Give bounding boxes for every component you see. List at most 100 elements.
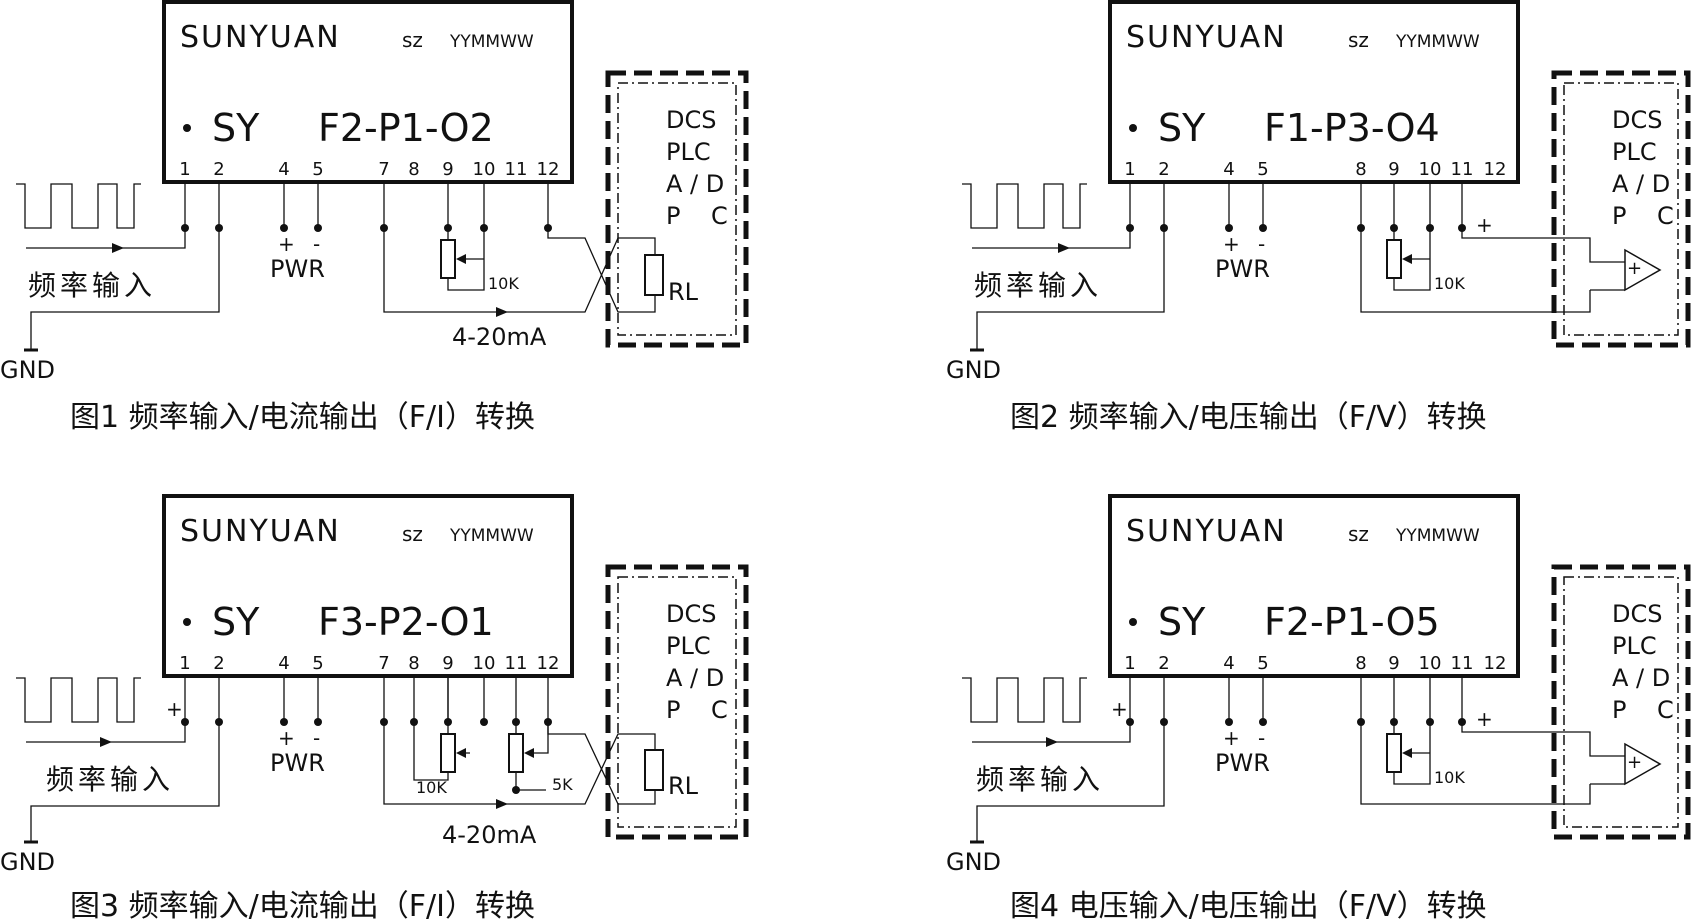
dcs-line: PLC — [1612, 138, 1657, 166]
potentiometer — [1386, 239, 1402, 279]
pin-label: 12 — [1484, 653, 1507, 674]
pin-label: 4 — [1223, 653, 1234, 674]
pin-labels: 1 2 4 5 7 8 9 10 11 12 — [179, 653, 559, 674]
pin-label: 7 — [378, 653, 389, 674]
arrow-icon — [456, 254, 466, 264]
dcs-label: DCS PLC A / D P C — [666, 106, 728, 230]
pot-wires — [413, 676, 449, 781]
terminal-dot — [181, 718, 189, 726]
pin-label: 11 — [1451, 159, 1474, 180]
model-number: F3-P2-O1 — [318, 600, 494, 644]
pin-label: 1 — [179, 653, 190, 674]
pwr-wires — [283, 676, 319, 722]
dcs-outer-box — [605, 70, 749, 348]
dcs-line: DCS — [1612, 106, 1662, 134]
pin-label: 2 — [213, 653, 224, 674]
output-plus: + — [1476, 707, 1493, 731]
diagram-4: SUNYUAN sz YYMMWW SY F2-P1-O5 1 2 4 5 8 … — [946, 494, 1691, 923]
terminal-dot — [1426, 224, 1434, 232]
caption: 图2 频率输入/电压输出（F/V）转换 — [1010, 400, 1487, 435]
gnd-wire — [976, 676, 1165, 842]
terminal-dot — [410, 718, 418, 726]
terminal-dot — [1259, 718, 1267, 726]
terminal-dot — [1126, 718, 1134, 726]
module-box — [162, 0, 574, 184]
caption: 图4 电压输入/电压输出（F/V）转换 — [1010, 889, 1487, 923]
pwr-plus: + — [278, 232, 295, 256]
pot2-wiper — [530, 722, 549, 754]
pin-label: 11 — [505, 653, 528, 674]
diagram-3: SUNYUAN sz YYMMWW SY F3-P2-O1 1 2 4 5 7 … — [0, 494, 749, 923]
load-resistor — [644, 749, 664, 791]
pwr-label: PWR — [270, 255, 325, 283]
pin1-marker — [183, 124, 191, 132]
gnd-wire — [976, 182, 1165, 350]
gnd-label: GND — [0, 848, 55, 876]
terminal-dot — [1390, 224, 1398, 232]
dcs-line: DCS — [666, 106, 716, 134]
model-number: F2-P1-O5 — [1264, 600, 1440, 644]
load-resistor — [644, 254, 664, 296]
pin-label: 2 — [213, 159, 224, 180]
input-wire — [972, 182, 1131, 249]
pin-label: 4 — [278, 653, 289, 674]
model-number: F2-P1-O2 — [318, 106, 494, 150]
pin-labels: 1 2 4 5 8 9 10 11 12 — [1124, 159, 1506, 180]
terminal-dot — [544, 718, 552, 726]
terminal-dot — [1126, 224, 1134, 232]
terminal-dot — [1160, 718, 1168, 726]
pwr-minus: - — [1258, 232, 1265, 256]
terminal-dot — [1390, 718, 1398, 726]
pin-label: 10 — [1419, 653, 1442, 674]
terminal-dot — [380, 224, 388, 232]
pwr-label: PWR — [1215, 749, 1270, 777]
terminal-dot — [444, 224, 452, 232]
pin-label: 2 — [1158, 653, 1169, 674]
brand-name: SUNYUAN — [1126, 514, 1287, 549]
arrow-icon — [112, 243, 124, 253]
pot-label: 10K — [416, 778, 447, 797]
caption: 图1 频率输入/电流输出（F/I）转换 — [70, 400, 535, 435]
return-wire — [1360, 676, 1591, 805]
arrow-icon — [100, 737, 112, 747]
model-prefix: SY — [1158, 106, 1206, 150]
pin-labels: 1 2 4 5 8 9 10 11 12 — [1124, 653, 1506, 674]
pin-label: 12 — [1484, 159, 1507, 180]
input-label: 频率输入 — [976, 763, 1104, 796]
brand-suffix: sz — [402, 522, 423, 546]
model-number: F1-P3-O4 — [1264, 106, 1440, 150]
pot-wires — [1393, 182, 1431, 291]
terminal-dot — [512, 786, 520, 794]
pwr-plus: + — [1223, 726, 1240, 750]
square-wave — [16, 677, 141, 723]
dcs-line: A / D — [666, 664, 724, 692]
pin-label: 10 — [473, 159, 496, 180]
output-wire — [1461, 676, 1625, 757]
output-plus: + — [1476, 213, 1493, 237]
pin-label: 5 — [1257, 159, 1268, 180]
arrow-icon — [1402, 748, 1412, 758]
pin-label: 9 — [1388, 159, 1399, 180]
caption: 图3 频率输入/电流输出（F/I）转换 — [70, 889, 535, 923]
pin-label: 8 — [408, 159, 419, 180]
pin-label: 4 — [278, 159, 289, 180]
dcs-outer-box — [1551, 70, 1691, 348]
dcs-line: A / D — [1612, 664, 1670, 692]
terminal-dot — [314, 224, 322, 232]
date-code: YYMMWW — [1395, 526, 1480, 546]
arrow-icon — [496, 799, 508, 809]
terminal-dot — [512, 718, 520, 726]
pot-label: 10K — [1434, 274, 1465, 293]
pwr-wires — [1228, 182, 1264, 228]
pwr-minus: - — [1258, 726, 1265, 750]
load-return-wire — [508, 237, 656, 313]
dcs-label: DCS PLC A / D P C — [666, 600, 728, 724]
arrow-icon — [1058, 243, 1070, 253]
pin-label: 7 — [378, 159, 389, 180]
dcs-line: DCS — [1612, 600, 1662, 628]
gnd-wire — [30, 676, 220, 842]
square-wave — [16, 183, 141, 229]
pwr-plus: + — [278, 726, 295, 750]
square-wave — [962, 677, 1087, 723]
